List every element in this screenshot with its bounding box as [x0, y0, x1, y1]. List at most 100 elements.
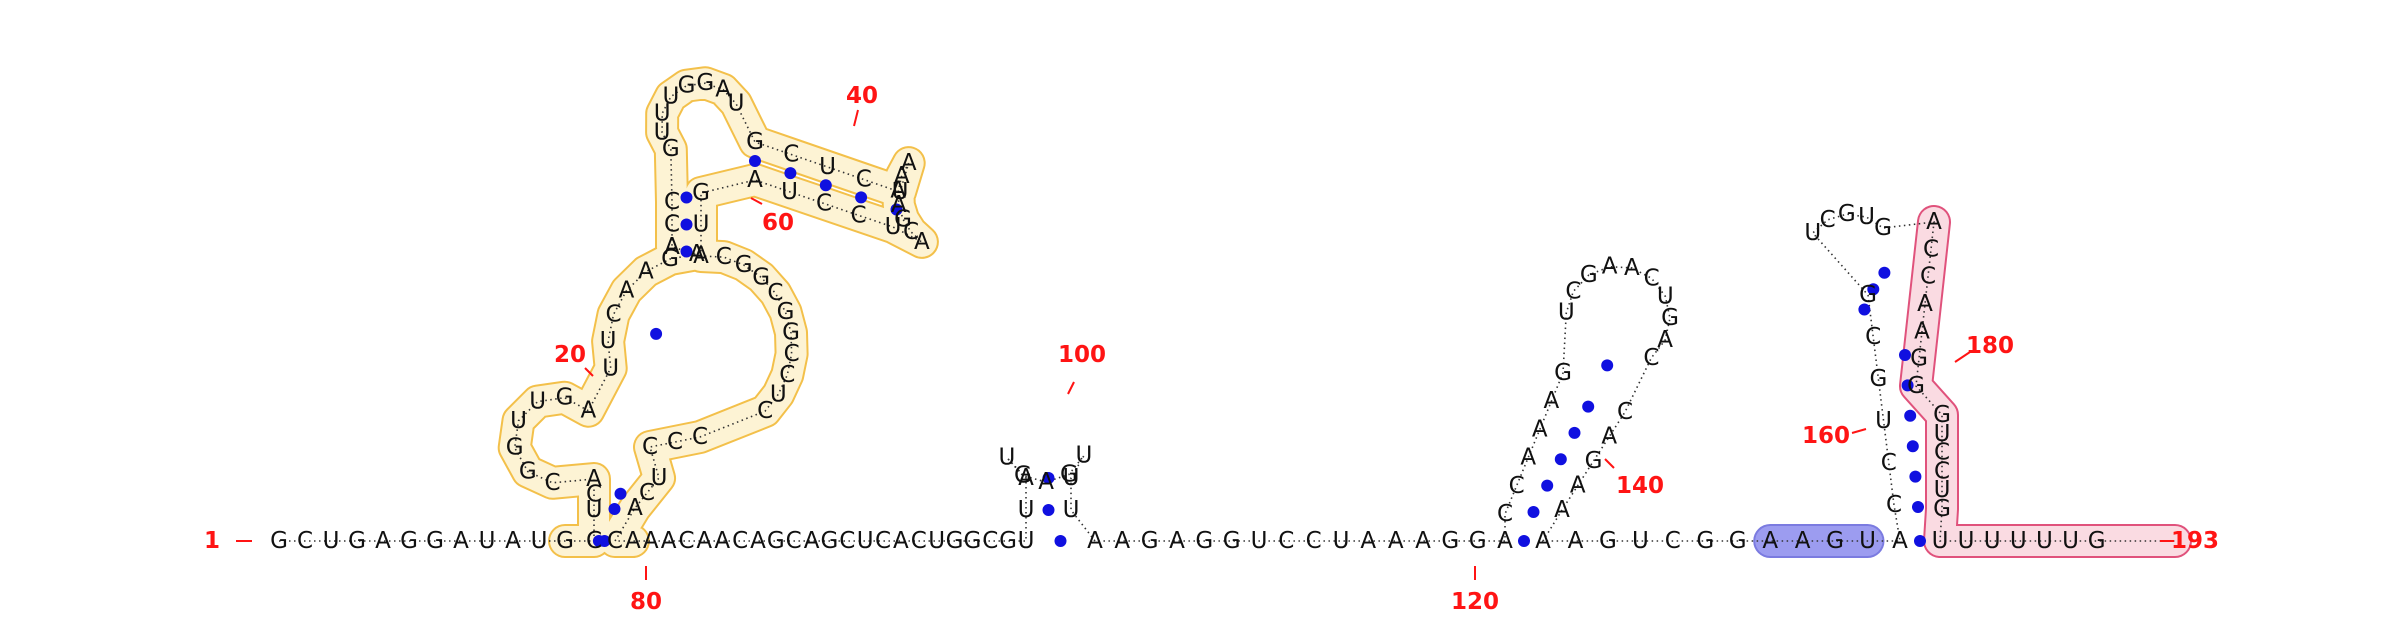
nucleotide-160: C [1886, 492, 1902, 518]
nucleotide-146: A [1570, 473, 1586, 499]
nucleotide-149: A [1568, 528, 1584, 554]
nucleotide-49: A [890, 178, 906, 204]
index-tick-1 [584, 367, 594, 377]
nucleotide-165: G [1859, 282, 1877, 308]
nucleotide-89: A [804, 528, 820, 554]
nucleotide-29: G [661, 246, 679, 272]
base-pair-44-56 [819, 179, 832, 192]
base-pair-42-58 [749, 155, 761, 167]
nucleotide-105: G [1014, 463, 1032, 489]
nucleotide-98: G [963, 528, 981, 554]
index-label-193: 193 [2171, 528, 2219, 554]
nucleotide-97: G [946, 528, 964, 554]
nucleotide-48: A [894, 163, 910, 189]
nucleotide-127: C [1497, 501, 1513, 527]
nucleotide-111: A [1087, 528, 1103, 554]
index-label-60: 60 [762, 210, 794, 236]
nucleotide-58: A [747, 167, 763, 193]
base-pair-168-175 [1878, 266, 1891, 279]
base-pair-23-62 [650, 327, 663, 340]
base-pair-45-55 [855, 191, 868, 204]
nucleotide-75: U [651, 465, 668, 491]
nucleotide-42: G [746, 129, 764, 155]
nucleotide-47: A [901, 150, 917, 176]
nucleotide-124: G [1441, 528, 1459, 554]
nucleotide-44: U [819, 154, 836, 180]
nucleotide-11: U [531, 528, 548, 554]
nucleotide-189: U [2062, 528, 2079, 554]
nucleotide-150: G [1599, 528, 1617, 554]
nucleotide-71: C [757, 398, 773, 424]
nucleotide-154: G [1729, 528, 1747, 554]
nucleotide-129: A [1520, 445, 1536, 471]
nucleotide-181: C [1934, 458, 1950, 484]
nucleotide-84: A [714, 528, 730, 554]
nucleotide-143: C [1617, 399, 1633, 425]
nucleotide-139: U [1657, 283, 1674, 309]
nucleotide-185: U [1958, 528, 1975, 554]
nucleotide-78: C [607, 528, 623, 554]
nucleotide-3: U [323, 528, 340, 554]
nucleotide-123: A [1415, 528, 1431, 554]
nucleotide-87: G [767, 528, 785, 554]
nucleotide-1: G [270, 528, 288, 554]
nucleotide-76: C [639, 480, 655, 506]
index-label-180: 180 [1966, 333, 2014, 359]
nucleotide-82: C [678, 528, 694, 554]
base-pair-127-147 [1527, 506, 1540, 518]
nucleotide-28: A [638, 259, 654, 285]
nucleotide-88: C [786, 528, 802, 554]
base-pair-15-76 [614, 487, 627, 500]
nucleotide-30: A [689, 241, 705, 267]
nucleotide-93: C [875, 528, 891, 554]
nucleotide-190: G [2088, 528, 2106, 554]
nucleotide-164: C [1865, 324, 1881, 350]
nucleotide-115: G [1195, 528, 1213, 554]
nucleotide-67: G [782, 320, 800, 346]
base-pair-128-146 [1541, 479, 1554, 492]
base-pair-126-148 [1518, 535, 1530, 547]
nucleotide-2: C [297, 528, 313, 554]
index-label-140: 140 [1616, 473, 1664, 499]
nucleotide-bg-191 [2115, 533, 2131, 549]
index-tick-8 [1851, 428, 1867, 434]
nucleotide-34: G [662, 136, 680, 162]
nucleotide-68: C [784, 341, 800, 367]
nucleotide-166: U [1804, 220, 1821, 246]
nucleotide-39: G [696, 70, 714, 96]
nucleotide-125: G [1469, 528, 1487, 554]
nucleotide-134: C [1565, 278, 1581, 304]
index-tick-3 [750, 197, 763, 205]
nucleotide-51: G [894, 206, 912, 232]
nucleotide-52: C [903, 219, 919, 245]
nucleotide-62: C [716, 244, 732, 270]
index-label-40: 40 [846, 83, 878, 109]
base-pair-32-60 [680, 218, 693, 231]
nucleotide-114: A [1169, 528, 1185, 554]
base-pair-163-180 [1904, 409, 1917, 422]
nucleotide-131: A [1544, 388, 1560, 414]
nucleotide-94: A [893, 528, 909, 554]
nucleotide-45: C [856, 167, 872, 193]
index-label-120: 120 [1451, 589, 1499, 615]
nucleotide-85: C [732, 528, 748, 554]
nucleotide-182: U [1934, 477, 1951, 503]
nucleotide-148: A [1535, 528, 1551, 554]
nucleotide-60: U [693, 212, 710, 238]
nucleotide-141: A [1657, 327, 1673, 353]
nucleotide-117: U [1251, 528, 1268, 554]
nucleotide-83: A [696, 528, 712, 554]
nucleotide-27: A [619, 278, 635, 304]
index-label-100: 100 [1058, 342, 1106, 368]
index-label-160: 160 [1802, 423, 1850, 449]
nucleotide-171: A [1926, 209, 1942, 235]
nucleotide-178: G [1933, 402, 1951, 428]
nucleotide-36: U [654, 100, 671, 126]
nucleotide-158: U [1859, 528, 1876, 554]
nucleotide-188: U [2036, 528, 2053, 554]
nucleotide-95: C [911, 528, 927, 554]
nucleotide-32: C [664, 212, 680, 238]
base-pair-101-111 [1054, 535, 1067, 547]
nucleotide-69: C [779, 362, 795, 388]
